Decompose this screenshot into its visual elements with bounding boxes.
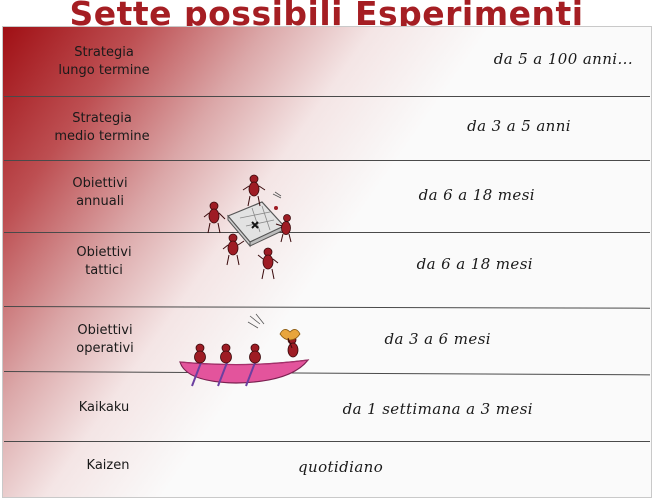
row-label-line: Strategia [74,45,134,60]
experiments-panel [2,26,652,498]
row-divider [4,160,650,161]
row-label-line: Obiettivi [76,245,132,260]
row-label-obiettivi-annuali: Obiettivi annuali [0,175,200,211]
period-obiettivi-tattici: da 6 a 18 mesi [416,255,533,273]
row-label-line: Kaikaku [78,400,130,415]
period-strategia-medio: da 3 a 5 anni [467,117,571,135]
row-label-strategia-lungo: Strategia lungo termine [4,44,204,80]
row-label-line: Kaizen [86,458,130,473]
team-around-table-icon [203,174,292,280]
period-obiettivi-operativi: da 3 a 6 mesi [384,330,491,348]
row-label-kaizen: Kaizen [8,457,208,475]
period-kaikaku: da 1 settimana a 3 mesi [342,400,533,418]
period-strategia-lungo: da 5 a 100 anni... [493,50,633,68]
row-divider [4,96,650,97]
row-label-strategia-medio: Strategia medio termine [2,110,202,146]
row-label-line: operativi [76,341,134,356]
row-label-obiettivi-operativi: Obiettivi operativi [5,322,205,358]
row-label-line: medio termine [54,129,150,144]
row-divider [4,232,650,233]
period-obiettivi-annuali: da 6 a 18 mesi [418,186,535,204]
row-label-line: tattici [85,263,123,278]
row-label-line: Obiettivi [72,176,128,191]
row-label-line: Obiettivi [77,323,133,338]
row-divider [4,441,650,442]
row-label-line: lungo termine [58,63,150,78]
row-label-line: annuali [76,194,124,209]
rowing-canoe-icon [179,313,310,387]
row-label-line: Strategia [72,111,132,126]
row-label-kaikaku: Kaikaku [4,399,204,417]
row-label-obiettivi-tattici: Obiettivi tattici [4,244,204,280]
period-kaizen: quotidiano [298,458,384,476]
